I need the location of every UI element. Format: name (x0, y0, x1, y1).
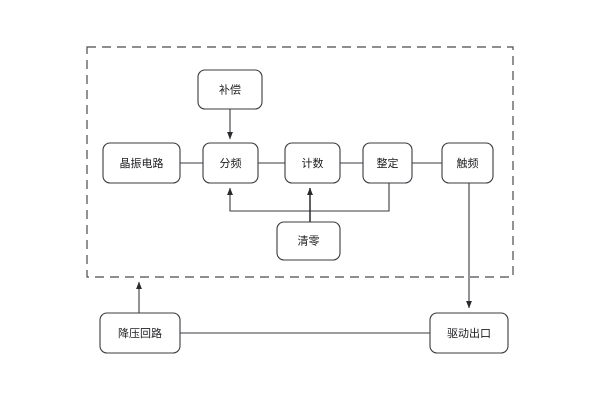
node-chupin-label: 触频 (457, 156, 479, 170)
node-jingzhen-dianlu[interactable]: 晶振电路 (102, 142, 181, 184)
node-jiangya-huilu[interactable]: 降压回路 (99, 312, 181, 354)
node-buchang-label: 补偿 (219, 83, 241, 97)
node-jiangya-huilu-label: 降压回路 (118, 326, 162, 340)
node-fenpin[interactable]: 分频 (202, 142, 259, 184)
node-fenpin-label: 分频 (220, 156, 242, 170)
node-jishu[interactable]: 计数 (284, 142, 341, 184)
node-fenpin-box[interactable] (202, 142, 259, 184)
node-chupin-box[interactable] (441, 142, 494, 184)
node-jishu-label: 计数 (302, 157, 324, 170)
node-zhengding[interactable]: 整定 (362, 142, 413, 184)
node-qudong-chukou-box[interactable] (429, 312, 509, 354)
node-qudong-chukou[interactable]: 驱动出口 (429, 312, 509, 354)
node-chupin[interactable]: 触频 (441, 142, 494, 184)
node-jishu-box[interactable] (284, 142, 341, 184)
node-qingling[interactable]: 清零 (276, 221, 341, 261)
node-qudong-chukou-label: 驱动出口 (447, 326, 491, 340)
node-jiangya-huilu-box[interactable] (99, 312, 181, 354)
node-buchang-box[interactable] (197, 69, 263, 110)
node-zhengding-label: 整定 (377, 156, 399, 170)
dashed-enclosure (86, 46, 514, 278)
node-zhengding-box[interactable] (362, 142, 413, 184)
node-jingzhen-dianlu-box[interactable] (102, 142, 181, 184)
node-qingling-label: 清零 (298, 235, 320, 248)
node-qingling-box[interactable] (276, 221, 341, 261)
node-jingzhen-dianlu-label: 晶振电路 (120, 156, 164, 170)
node-buchang[interactable]: 补偿 (197, 69, 263, 110)
